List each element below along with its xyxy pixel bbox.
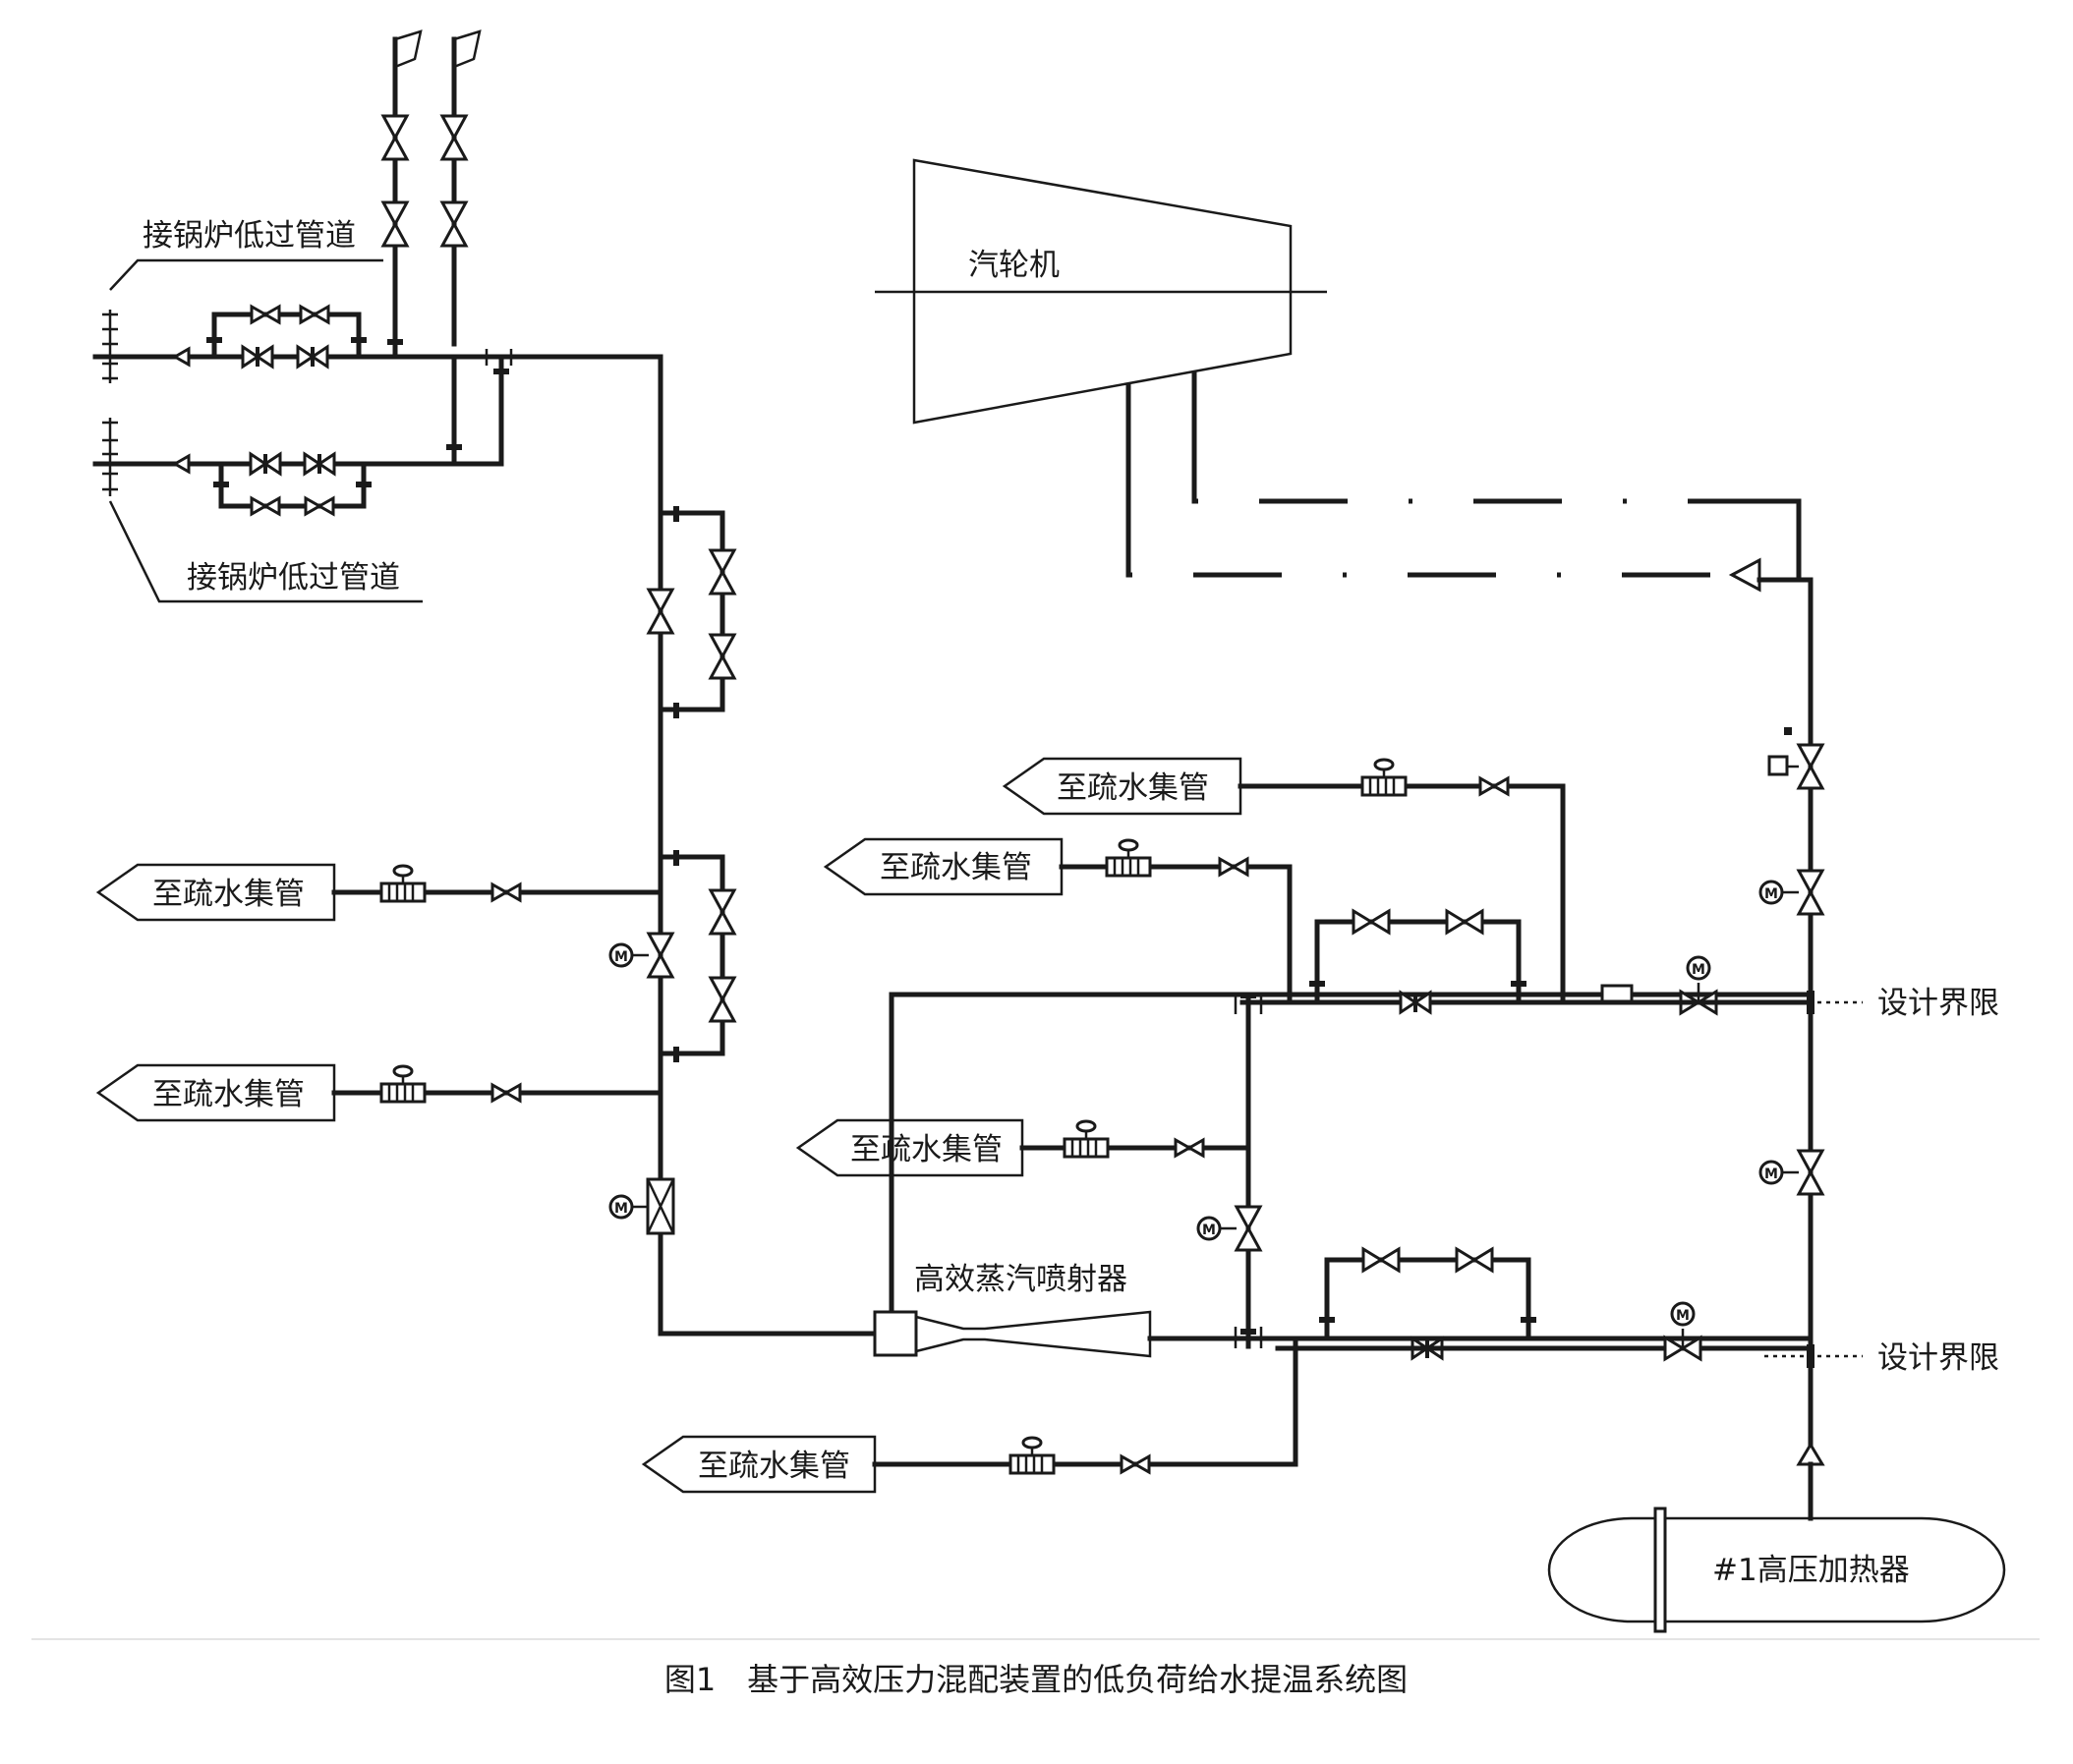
drain-label-2: 至疏水集管 <box>880 850 1032 885</box>
boiler-break-lower <box>102 418 118 496</box>
drain-label-3: 至疏水集管 <box>152 877 305 912</box>
drain-label-1: 至疏水集管 <box>1057 770 1209 806</box>
drain-tag-1[interactable]: 至疏水集管 <box>1002 757 1242 816</box>
drain-label-4: 至疏水集管 <box>152 1077 305 1112</box>
boiler-upper-label: 接锅炉低过管道 <box>143 218 356 254</box>
drain-tag-6[interactable]: 至疏水集管 <box>641 1435 877 1494</box>
drain-label-5: 至疏水集管 <box>850 1132 1003 1167</box>
design-limit-label-1: 设计界限 <box>1877 986 1999 1021</box>
drain-tag-2[interactable]: 至疏水集管 <box>823 837 1064 896</box>
boiler-lower-callout: 接锅炉低过管道 <box>108 500 423 603</box>
turbine-label: 汽轮机 <box>968 248 1060 283</box>
boiler-upper-callout: 接锅炉低过管道 <box>109 218 383 291</box>
boiler-lower-label: 接锅炉低过管道 <box>187 560 400 596</box>
drain-tag-3[interactable]: 至疏水集管 <box>95 863 336 922</box>
drain-tag-4[interactable]: 至疏水集管 <box>95 1063 336 1122</box>
drain-label-6: 至疏水集管 <box>698 1449 850 1484</box>
boiler-break-upper <box>102 310 118 383</box>
drain-tag-5[interactable]: 至疏水集管 <box>795 1118 1024 1177</box>
ejector-label: 高效蒸汽喷射器 <box>914 1262 1127 1297</box>
design-limit-label-2: 设计界限 <box>1877 1340 1999 1376</box>
figure-caption: 图1 基于高效压力混配装置的低负荷给水提温系统图 <box>664 1661 1408 1698</box>
heater-label: #1高压加热器 <box>1712 1553 1910 1588</box>
